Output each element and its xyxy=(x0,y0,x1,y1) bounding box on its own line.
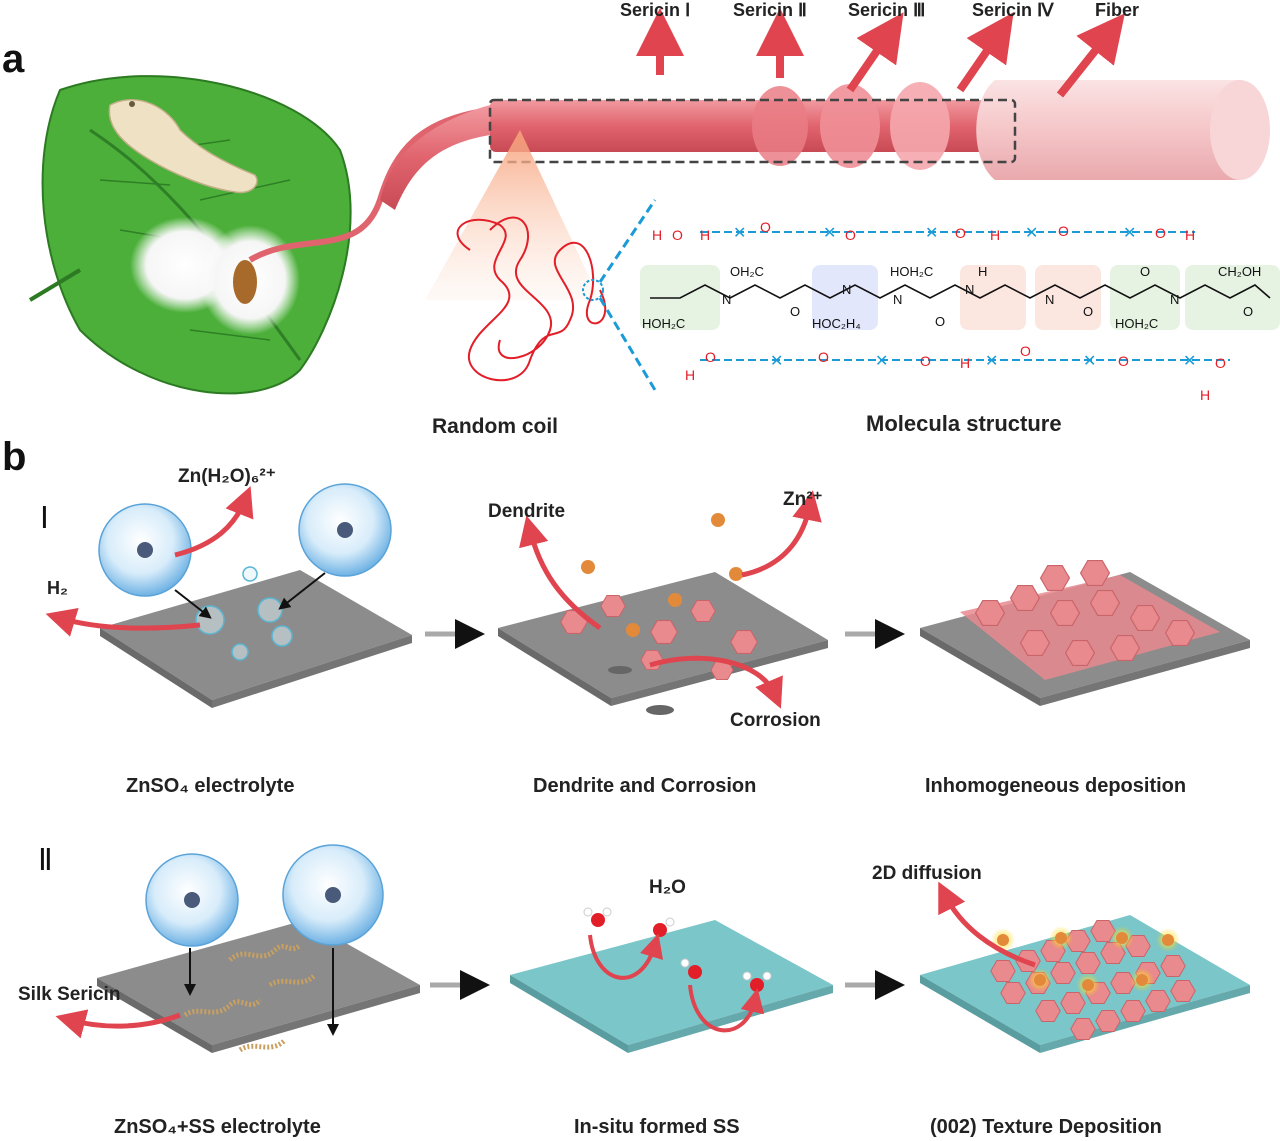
caption-row1-3: Inhomogeneous deposition xyxy=(925,775,1186,797)
chem-O-2: O xyxy=(935,314,945,329)
chem-N-6: N xyxy=(1170,292,1179,307)
zn-ions xyxy=(581,513,743,637)
svg-text:✕: ✕ xyxy=(1123,225,1136,242)
molecular-structure xyxy=(640,265,1280,330)
svg-text:O: O xyxy=(1215,355,1226,371)
label-zn2: Zn²⁺ xyxy=(783,489,823,510)
chem-end-group: CH₂OH xyxy=(1218,264,1261,279)
row1-roman: Ⅰ xyxy=(40,502,49,535)
water-row-top: H O H O O O O O H H ✕ ✕ ✕ ✕ ✕ xyxy=(652,219,1195,243)
svg-text:H: H xyxy=(960,355,970,371)
light-beam xyxy=(425,130,600,300)
chem-O-4: O xyxy=(1140,264,1150,279)
label-h2: H₂ xyxy=(47,578,68,598)
svg-text:H: H xyxy=(990,227,1000,243)
chem-N-4: N xyxy=(965,282,974,297)
chem-top-1: OH₂C xyxy=(730,264,764,279)
silk-thread xyxy=(248,107,491,263)
random-coil xyxy=(456,216,607,382)
caption-row1-2: Dendrite and Corrosion xyxy=(533,775,756,797)
sericin-molecules xyxy=(183,943,317,1053)
label-sericin-3: Sericin Ⅲ xyxy=(848,0,925,20)
label-random-coil: Random coil xyxy=(432,415,558,438)
label-h2o: H₂O xyxy=(649,877,686,898)
chem-N-1: N xyxy=(722,292,731,307)
row2-roman: Ⅱ xyxy=(38,844,53,877)
svg-text:✕: ✕ xyxy=(1183,353,1196,370)
svg-text:O: O xyxy=(1020,343,1031,359)
caption-row2-3: (002) Texture Deposition xyxy=(930,1116,1162,1138)
svg-text:O: O xyxy=(1155,225,1166,241)
caption-row1-1: ZnSO₄ electrolyte xyxy=(126,775,294,797)
chem-bottom-2: HOC₂H₄ xyxy=(812,316,861,331)
label-silk-sericin: Silk Sericin xyxy=(18,984,120,1005)
chem-N-5: N xyxy=(1045,292,1054,307)
label-fiber: Fiber xyxy=(1095,0,1139,20)
svg-text:✕: ✕ xyxy=(1083,353,1096,370)
svg-text:O: O xyxy=(1118,353,1129,369)
hydrated-ion-bubble xyxy=(98,483,392,597)
silk-fiber xyxy=(488,80,1270,180)
label-2d-diffusion: 2D diffusion xyxy=(872,863,982,884)
label-sericin-2: Sericin Ⅱ xyxy=(733,0,807,20)
label-sericin-1: Sericin Ⅰ xyxy=(620,0,690,20)
chem-bottom-3: HOH₂C xyxy=(1115,316,1158,331)
water-row-bottom: H O O O O O O H H ✕ ✕ ✕ ✕ ✕ xyxy=(685,343,1230,403)
svg-text:O: O xyxy=(920,353,931,369)
svg-text:H: H xyxy=(652,227,662,243)
row2-plate-2 xyxy=(510,920,833,1053)
label-dendrite: Dendrite xyxy=(488,501,565,522)
chem-N-3: N xyxy=(893,292,902,307)
row1-plate-2 xyxy=(498,572,828,715)
svg-text:O: O xyxy=(955,225,966,241)
svg-text:H: H xyxy=(1200,387,1210,403)
svg-text:✕: ✕ xyxy=(823,225,836,242)
chem-O-1: O xyxy=(790,304,800,319)
svg-text:✕: ✕ xyxy=(875,353,888,370)
chem-bottom-1: HOH₂C xyxy=(642,316,685,331)
chem-N-2: N xyxy=(842,282,851,297)
panel-a-letter: a xyxy=(2,37,25,81)
svg-text:H: H xyxy=(700,227,710,243)
svg-text:✕: ✕ xyxy=(925,225,938,242)
svg-text:O: O xyxy=(818,349,829,365)
svg-text:✕: ✕ xyxy=(1025,225,1038,242)
chem-top-3: H xyxy=(978,264,987,279)
row2-plate-1 xyxy=(97,920,420,1053)
svg-text:O: O xyxy=(760,219,771,235)
panel-b-letter: b xyxy=(2,435,26,479)
svg-text:✕: ✕ xyxy=(770,353,783,370)
svg-text:O: O xyxy=(1058,223,1069,239)
svg-text:H: H xyxy=(1185,227,1195,243)
silkworm-icon xyxy=(108,99,258,194)
svg-text:H: H xyxy=(685,367,695,383)
row1-plate-3 xyxy=(920,572,1250,706)
label-zn-h2o: Zn(H₂O)₆²⁺ xyxy=(178,466,276,487)
label-molecular-structure: Molecula structure xyxy=(866,411,1062,436)
label-corrosion: Corrosion xyxy=(730,710,821,731)
row1-plate-1 xyxy=(100,570,412,708)
chem-top-2: HOH₂C xyxy=(890,264,933,279)
caption-row2-2: In-situ formed SS xyxy=(574,1116,740,1138)
svg-text:✕: ✕ xyxy=(985,353,998,370)
caption-row2-1: ZnSO₄+SS electrolyte xyxy=(114,1116,321,1138)
svg-text:O: O xyxy=(845,227,856,243)
label-sericin-4: Sericin Ⅳ xyxy=(972,0,1054,20)
zn-ions-row2 xyxy=(991,926,1180,997)
ss-ion-bubbles xyxy=(145,844,384,947)
svg-text:O: O xyxy=(672,227,683,243)
svg-text:O: O xyxy=(705,349,716,365)
fiber-arrows xyxy=(636,8,1125,98)
chem-O-3: O xyxy=(1083,304,1093,319)
chem-O-5: O xyxy=(1243,304,1253,319)
svg-text:✕: ✕ xyxy=(733,225,746,242)
